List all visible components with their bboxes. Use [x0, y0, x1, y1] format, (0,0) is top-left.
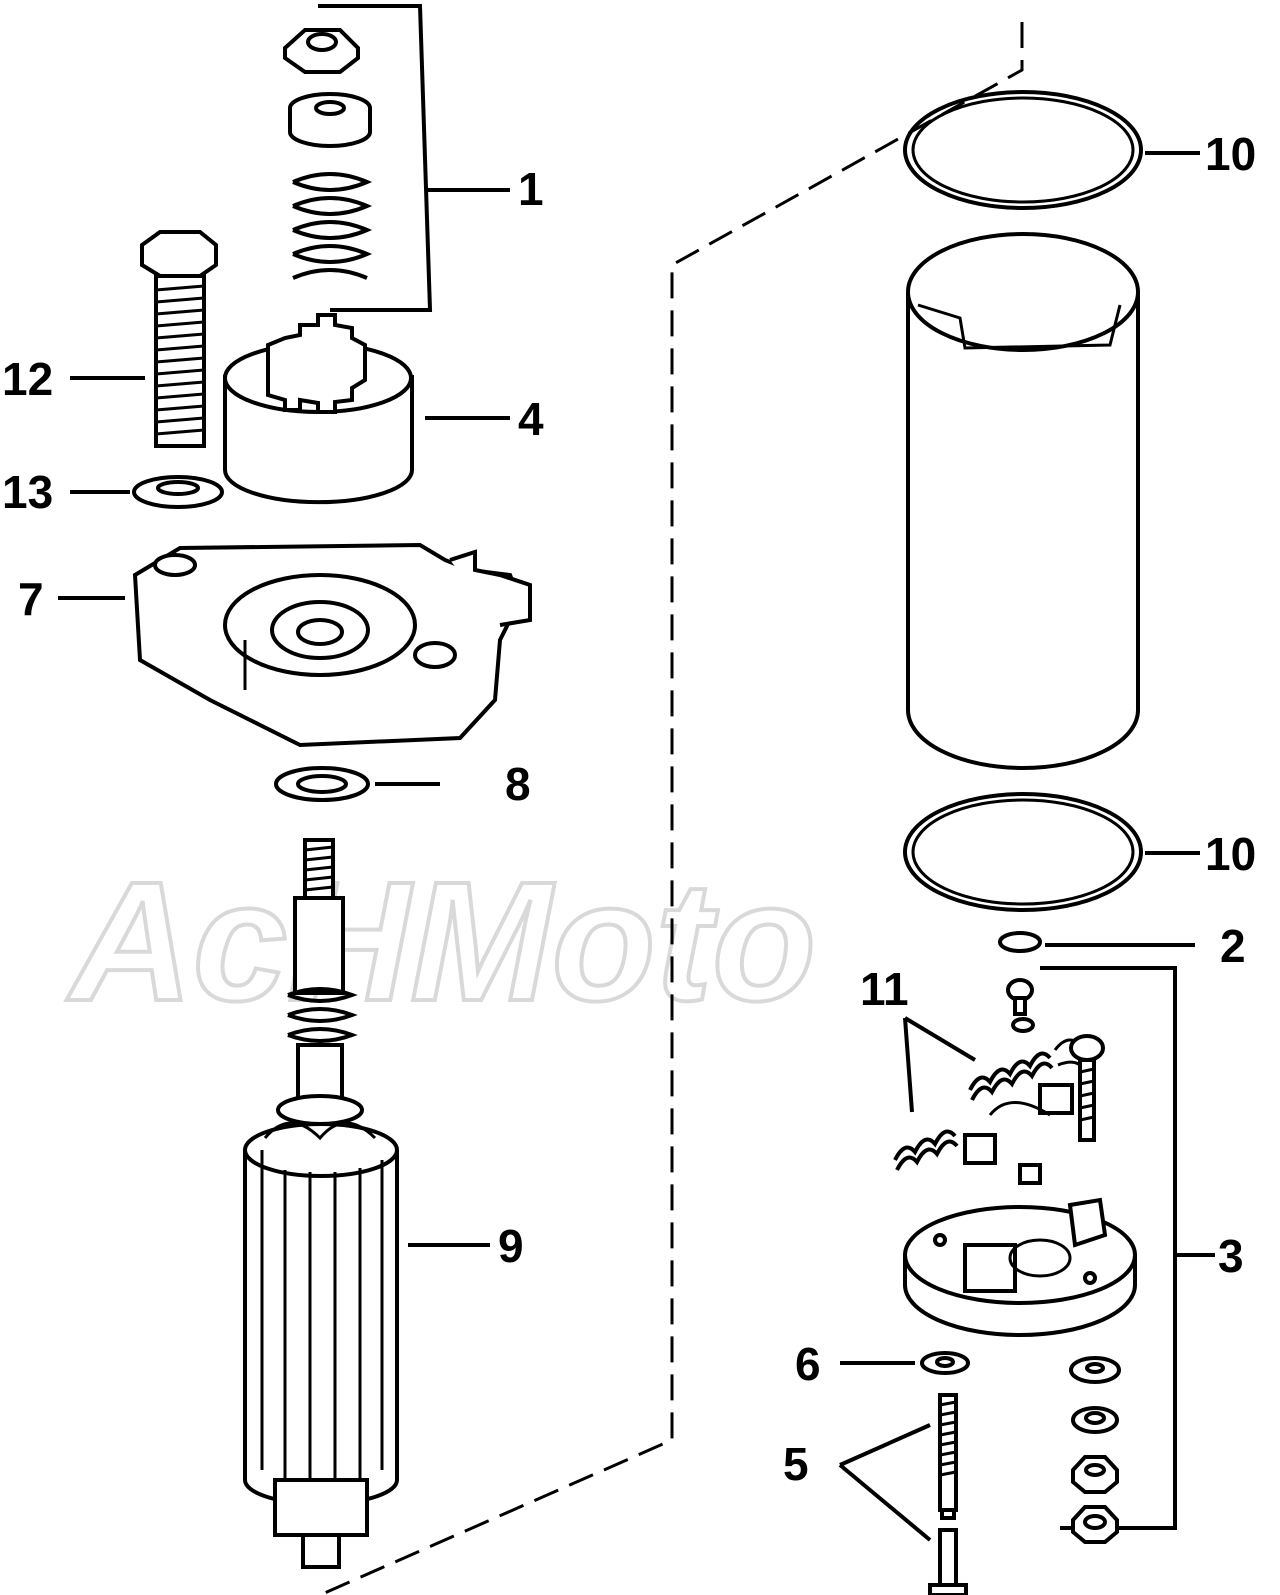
assembly-outline [319, 22, 1024, 1595]
washer-part-13 [132, 475, 224, 509]
brush-springs-part-11 [893, 1051, 1054, 1171]
brush-plate-assembly-part-3 [903, 978, 1137, 1337]
callout-9: 9 [498, 1220, 524, 1272]
through-bolts-part-5 [928, 1393, 968, 1595]
washer-part-8 [274, 766, 370, 802]
washer-part-6 [920, 1351, 970, 1375]
callout-6: 6 [795, 1338, 821, 1390]
bolt-part-12 [140, 230, 218, 448]
terminal-hardware-stack [1069, 1356, 1121, 1544]
drive-gear-part-4 [223, 313, 414, 505]
callout-12: 12 [2, 353, 53, 405]
callout-1: 1 [518, 163, 544, 215]
callout-2: 2 [1220, 920, 1246, 972]
callout-10-bottom: 10 [1205, 828, 1256, 880]
callout-10-top: 10 [1205, 128, 1256, 180]
callout-7: 7 [18, 573, 44, 625]
callout-5: 5 [783, 1438, 809, 1490]
drive-end-bracket-part-7 [132, 542, 532, 748]
callout-11: 11 [860, 963, 909, 1015]
o-ring-bottom-part-10 [903, 792, 1143, 912]
callout-8: 8 [505, 758, 531, 810]
armature-part-9 [243, 838, 399, 1569]
watermark: AcHMoto [66, 847, 816, 1037]
o-ring-top-part-10 [903, 90, 1143, 210]
callout-3: 3 [1218, 1230, 1244, 1282]
cap-part-2 [998, 931, 1042, 953]
drive-hardware-kit [283, 28, 373, 280]
callout-4: 4 [518, 393, 544, 445]
field-frame-tube [906, 232, 1140, 770]
callout-13: 13 [2, 466, 53, 518]
